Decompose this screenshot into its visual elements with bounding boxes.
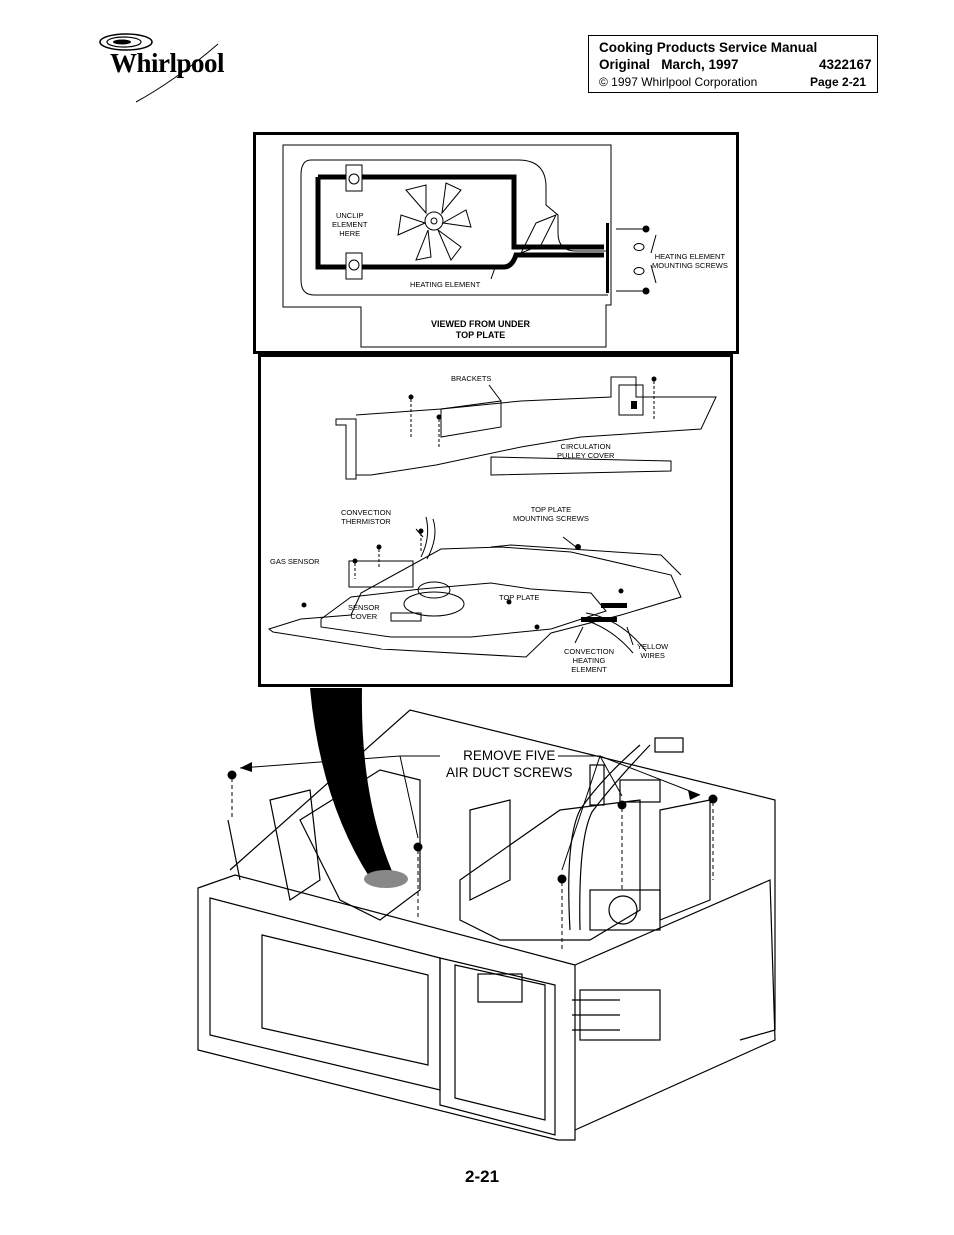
remove-air-duct-screws-label: REMOVE FIVE AIR DUCT SCREWS xyxy=(446,748,573,780)
gas-sensor-label: GAS SENSOR xyxy=(270,557,320,566)
manual-copyright-row: © 1997 Whirlpool Corporation Page 2-21 xyxy=(599,73,877,91)
top-plate-exploded-panel: BRACKETS CIRCULATION PULLEY COVER CONVEC… xyxy=(258,354,733,687)
page-reference: Page 2-21 xyxy=(810,75,867,89)
top-plate-label: TOP PLATE xyxy=(499,593,540,602)
top-plate-exploded-diagram xyxy=(267,376,717,658)
heating-element-label: HEATING ELEMENT xyxy=(410,280,481,289)
unclip-element-label: UNCLIP ELEMENT HERE xyxy=(332,211,368,238)
brackets-label: BRACKETS xyxy=(451,374,492,383)
logo-swirl-icon xyxy=(99,33,219,103)
part-number: 4322167 xyxy=(819,57,872,72)
convection-thermistor-label: CONVECTION THERMISTOR xyxy=(341,508,392,526)
mounting-screws-label: HEATING ELEMENT MOUNTING SCREWS xyxy=(652,252,728,270)
manual-edition: Original March, 1997 4322167 xyxy=(599,56,877,73)
top-plate-mounting-screws-label: TOP PLATE MOUNTING SCREWS xyxy=(513,505,589,523)
convection-heating-element-label: CONVECTION HEATING ELEMENT xyxy=(564,647,615,674)
top-plate-underside-panel: UNCLIP ELEMENT HERE HEATING ELEMENT HEAT… xyxy=(253,132,739,354)
yellow-wires-label: YELLOW WIRES xyxy=(637,642,669,660)
manual-title: Cooking Products Service Manual xyxy=(599,40,818,55)
whirlpool-logo: Whirlpool xyxy=(98,30,238,105)
edition-date: Original March, 1997 xyxy=(599,57,739,72)
copyright: © 1997 Whirlpool Corporation xyxy=(599,75,758,89)
page-number: 2-21 xyxy=(465,1167,500,1186)
viewed-from-label: VIEWED FROM UNDER TOP PLATE xyxy=(431,319,530,340)
heating-element-diagram xyxy=(282,144,657,348)
circulation-pulley-cover-label: CIRCULATION PULLEY COVER xyxy=(557,442,615,460)
sensor-cover-label: SENSOR COVER xyxy=(348,603,380,621)
manual-header-box: Cooking Products Service Manual Original… xyxy=(588,35,878,93)
logo-text: Whirlpool xyxy=(110,48,225,78)
